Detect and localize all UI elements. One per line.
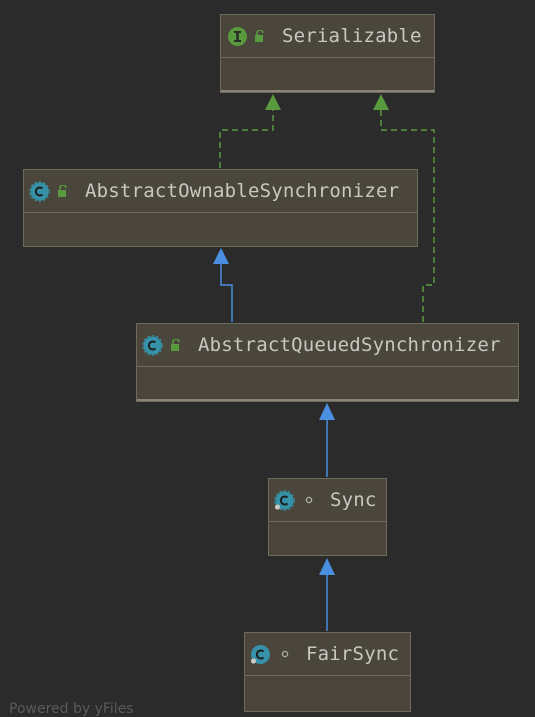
node-sync[interactable]: Sync: [268, 478, 387, 556]
powered-by-label: Powered by yFiles: [9, 701, 134, 717]
node-name: AbstractOwnableSynchronizer: [85, 180, 400, 202]
edge-aos-implements-serializable: [219, 108, 274, 168]
package-private-icon: [305, 496, 313, 504]
node-abstract-ownable-synchronizer[interactable]: AbstractOwnableSynchronizer: [23, 169, 418, 247]
node-header: Serializable: [221, 15, 434, 58]
node-serializable[interactable]: Serializable: [220, 14, 435, 93]
edge-aqs-extends-aos: [220, 262, 233, 322]
arrowhead-implements-serializable-left: [265, 94, 281, 110]
node-header: AbstractOwnableSynchronizer: [24, 170, 417, 213]
node-name: Serializable: [282, 25, 422, 47]
node-name: FairSync: [306, 643, 400, 665]
arrowhead-extends-aqs: [319, 403, 335, 420]
node-name: AbstractQueuedSynchronizer: [198, 334, 501, 356]
node-abstract-queued-synchronizer[interactable]: AbstractQueuedSynchronizer: [136, 323, 519, 402]
abstract-class-icon: [29, 181, 50, 202]
public-lock-icon: [171, 339, 180, 351]
node-header: Sync: [269, 479, 386, 522]
interface-icon: [228, 27, 247, 46]
node-name: Sync: [330, 489, 377, 511]
package-private-icon: [281, 650, 289, 658]
node-bottom-rule: [137, 399, 518, 401]
node-bottom-rule: [221, 90, 434, 92]
abstract-class-icon: [142, 335, 163, 356]
class-icon: [250, 645, 270, 664]
node-fairsync[interactable]: FairSync: [244, 632, 411, 712]
public-lock-icon: [58, 185, 67, 197]
arrowhead-implements-serializable-right: [373, 94, 389, 110]
edge-aqs-implements-serializable: [380, 108, 435, 322]
public-lock-icon: [255, 30, 264, 42]
arrowhead-extends-sync: [319, 558, 335, 575]
arrowhead-extends-aos: [213, 248, 229, 264]
node-header: AbstractQueuedSynchronizer: [137, 324, 518, 367]
abstract-class-icon: [274, 490, 295, 511]
node-header: FairSync: [245, 633, 410, 676]
